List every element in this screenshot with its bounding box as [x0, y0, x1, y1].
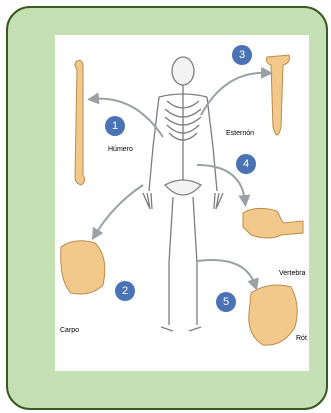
pointer-arrows: [93, 73, 267, 285]
label-humerus: Húmero: [108, 146, 133, 153]
badge-1: 1: [105, 116, 125, 136]
humerus-bone: [75, 61, 85, 186]
info-card: 1 2 3 4 5 Húmero Esternón Vertebra Carpo…: [6, 6, 328, 410]
label-sternum: Esternón: [226, 130, 254, 137]
badge-4: 4: [236, 154, 256, 174]
skeleton-diagram: [55, 35, 309, 371]
vertebra-bone: [243, 208, 303, 238]
patella-bone: [249, 285, 297, 345]
carpus-bone: [61, 241, 105, 294]
label-carpus: Carpo: [60, 327, 79, 334]
skeleton-figure: 1 2 3 4 5 Húmero Esternón Vertebra Carpo…: [55, 35, 309, 371]
badge-5: 5: [216, 292, 236, 312]
label-vertebra: Vertebra: [279, 270, 305, 277]
label-patella: Rót: [296, 335, 307, 342]
sternum-bone: [267, 55, 290, 135]
badge-2: 2: [115, 281, 135, 301]
badge-3: 3: [232, 45, 252, 65]
